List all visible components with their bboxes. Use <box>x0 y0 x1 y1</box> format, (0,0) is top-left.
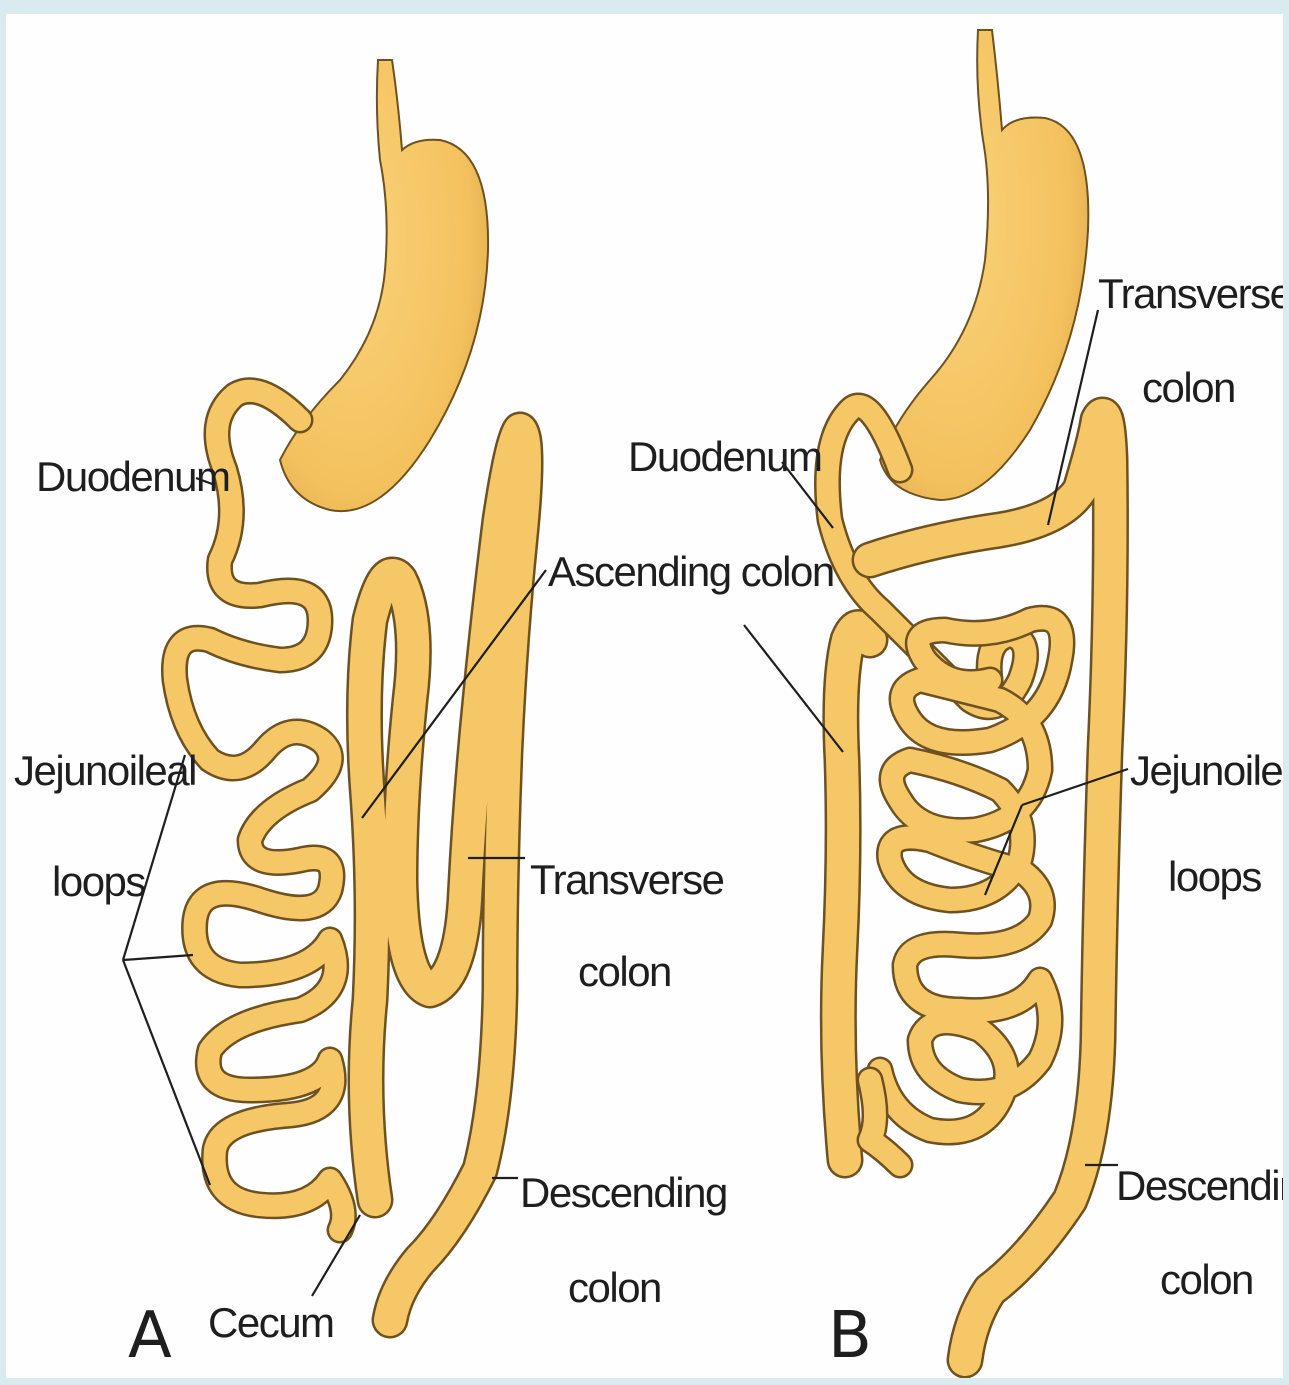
label-b-descending-colon: colon <box>1160 1256 1253 1303</box>
label-b-transverse: Transverse <box>1098 270 1283 317</box>
intestine-diagram: Duodenum Jejunoileal loops Ascending col… <box>6 14 1283 1378</box>
label-a-ascending-colon: Ascending colon <box>548 548 834 595</box>
label-a-loops: loops <box>52 858 145 905</box>
panel-a-tubes <box>174 391 525 1320</box>
panel-a-stomach <box>280 60 488 511</box>
panel-b-anatomy <box>828 30 1111 1360</box>
label-a-jejunoileal: Jejunoileal <box>14 747 196 794</box>
label-a-duodenum: Duodenum <box>36 453 229 500</box>
leader-a-jejuno-2 <box>123 955 193 960</box>
label-b-jejunoileal: Jejunoileal <box>1130 747 1283 794</box>
panel-a-colon <box>364 430 525 1320</box>
label-b-transverse-colon: colon <box>1142 364 1235 411</box>
label-a-cecum: Cecum <box>208 1299 334 1346</box>
label-b-duodenum: Duodenum <box>628 433 821 480</box>
panel-b-letter: B <box>828 1299 872 1373</box>
panel-b-tubes <box>828 406 1111 1360</box>
panel-a-small-bowel <box>174 391 343 1230</box>
label-a-descending-colon: colon <box>568 1264 661 1311</box>
label-b-descending: Descending <box>1116 1162 1283 1209</box>
panel-b-stomach <box>880 30 1088 500</box>
label-a-transverse-colon: colon <box>578 948 671 995</box>
panel-a-anatomy <box>174 60 525 1320</box>
panel-a-letter: A <box>128 1299 172 1373</box>
label-a-descending: Descending <box>520 1169 727 1216</box>
label-b-loops: loops <box>1168 853 1261 900</box>
label-a-transverse: Transverse <box>530 856 724 903</box>
figure-frame: Duodenum Jejunoileal loops Ascending col… <box>6 14 1283 1378</box>
